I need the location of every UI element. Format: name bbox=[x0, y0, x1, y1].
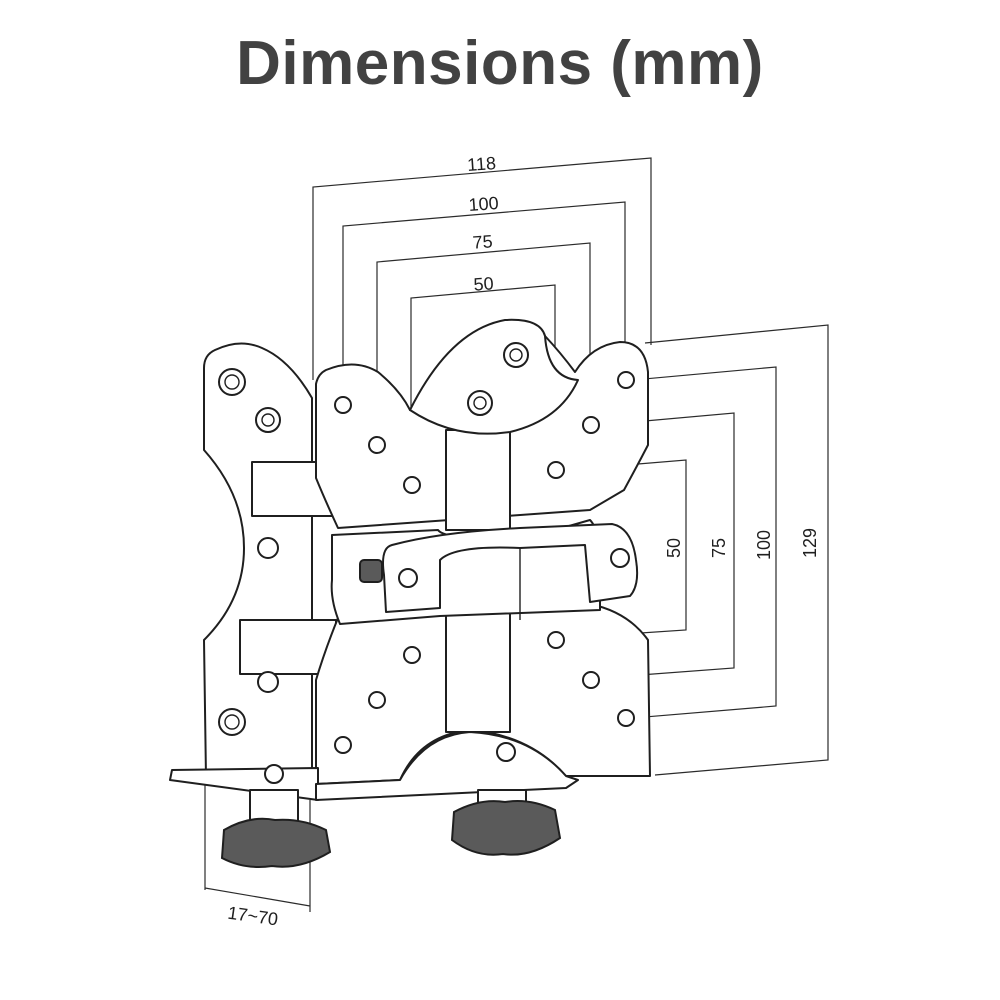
vesa-hole-100 bbox=[617, 709, 635, 727]
dimension-v-75: 75 bbox=[599, 412, 735, 679]
dimension-label-75: 75 bbox=[472, 231, 493, 252]
vesa-hole-50 bbox=[403, 646, 421, 664]
vesa-hole-75 bbox=[582, 671, 600, 689]
page-title: Dimensions (mm) bbox=[236, 29, 764, 98]
mounting-holes bbox=[218, 342, 635, 784]
mount-hole-inner bbox=[224, 374, 240, 390]
receiver-hole-inner bbox=[509, 348, 523, 362]
dimension-label-118: 118 bbox=[467, 153, 497, 175]
mount-hole bbox=[257, 537, 279, 559]
mount-hole-inner bbox=[261, 413, 275, 427]
vesa-hole-50 bbox=[547, 461, 565, 479]
vesa-hole-100 bbox=[334, 736, 352, 754]
dimension-label-v-50: 50 bbox=[664, 538, 684, 558]
dimension-label-clamp-range: 17~70 bbox=[226, 903, 279, 930]
dimension-label-v-129: 129 bbox=[800, 528, 820, 558]
receiver-hole-inner bbox=[473, 396, 487, 410]
dimension-v-129: 129 bbox=[644, 324, 829, 776]
clamp-screw bbox=[610, 548, 630, 568]
dimension-label-v-75: 75 bbox=[709, 538, 729, 558]
base-hole bbox=[496, 742, 516, 762]
adjust-knob bbox=[359, 559, 383, 583]
horizontal-dimensions: 118 100 75 50 bbox=[312, 153, 652, 478]
dimension-label-v-100: 100 bbox=[754, 530, 774, 560]
dimension-75: 75 bbox=[376, 231, 591, 435]
upper-slot bbox=[445, 429, 511, 531]
left-clamp-knob bbox=[220, 817, 332, 868]
dimension-label-50: 50 bbox=[473, 273, 494, 294]
mount-hole bbox=[257, 671, 279, 693]
dimension-118: 118 bbox=[312, 153, 652, 380]
right-clamp-knob bbox=[450, 800, 562, 856]
vesa-hole-100 bbox=[617, 371, 635, 389]
top-receiver bbox=[409, 318, 579, 435]
vesa-hole-50 bbox=[547, 631, 565, 649]
vesa-hole-75 bbox=[582, 416, 600, 434]
dimension-100: 100 bbox=[342, 193, 626, 395]
vesa-hole-100 bbox=[334, 396, 352, 414]
vesa-hole-75 bbox=[368, 436, 386, 454]
vesa-hole-75 bbox=[368, 691, 386, 709]
base-hole bbox=[264, 764, 284, 784]
vesa-mount-bracket bbox=[169, 318, 651, 868]
lower-slot bbox=[445, 611, 511, 733]
dimension-v-100: 100 bbox=[632, 366, 777, 719]
clamp-screw bbox=[398, 568, 418, 588]
clamp-strap bbox=[382, 523, 639, 613]
mount-hole-inner bbox=[224, 714, 240, 730]
dimension-label-100: 100 bbox=[468, 193, 499, 215]
vesa-hole-50 bbox=[403, 476, 421, 494]
